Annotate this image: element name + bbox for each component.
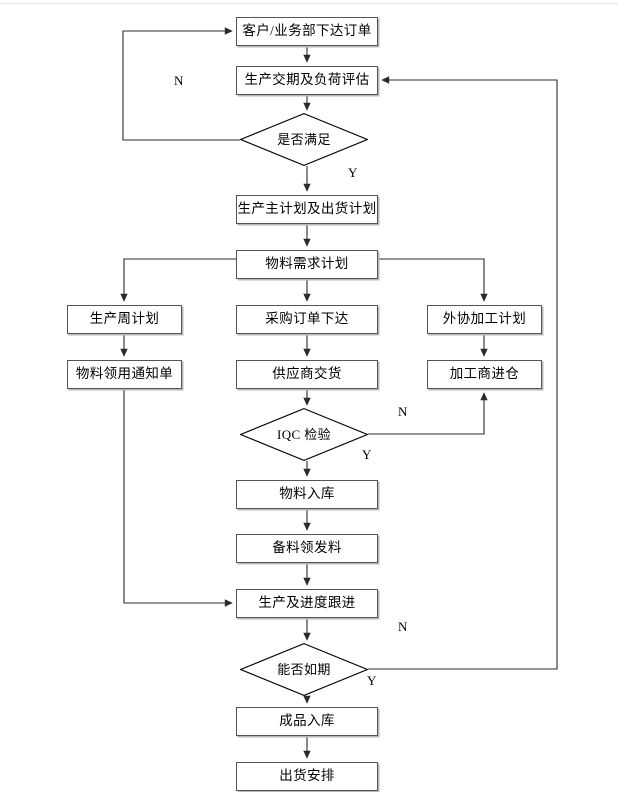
node-label-mrp: 物料需求计划 [265, 256, 349, 272]
node-satisfy[interactable]: 是否满足 [240, 113, 368, 166]
node-vendor_in[interactable]: 加工商进仓 [427, 360, 542, 389]
connector-mrp-to-outsource [378, 258, 488, 302]
node-label-mat_in: 物料入库 [279, 486, 335, 502]
node-mat_in[interactable]: 物料入库 [236, 480, 378, 509]
node-label-outsource: 外协加工计划 [442, 311, 527, 327]
node-label-lead_eval: 生产交期及负荷评估 [244, 72, 370, 88]
node-prod_track[interactable]: 生产及进度跟进 [236, 589, 378, 618]
node-lead_eval[interactable]: 生产交期及负荷评估 [236, 66, 378, 95]
top-divider-rule [0, 3, 618, 4]
connector-iqc-no-to-vendorin [368, 392, 488, 435]
node-label-po_release: 采购订单下达 [265, 311, 349, 327]
node-label-satisfy: 是否满足 [277, 131, 331, 147]
node-master_plan[interactable]: 生产主计划及出货计划 [236, 195, 378, 224]
node-label-issue_mat: 备料领发料 [272, 540, 342, 556]
node-fg_in[interactable]: 成品入库 [236, 707, 378, 736]
edge-label-satisfy-yes: Y [348, 165, 358, 180]
node-label-fg_in: 成品入库 [279, 713, 335, 729]
node-label-on_time: 能否如期 [277, 661, 331, 677]
connector-mrp-to-weekplan [120, 258, 236, 302]
node-label-prod_track: 生产及进度跟进 [258, 595, 356, 611]
diamond-shape-iqc [240, 408, 368, 461]
node-label-order: 客户/业务部下达订单 [242, 23, 372, 39]
diamond-shape-satisfy [240, 113, 368, 166]
edge-label-ontime-no: N [398, 619, 408, 634]
node-label-shipping: 出货安排 [279, 768, 335, 784]
node-pick_notice[interactable]: 物料领用通知单 [67, 360, 182, 389]
node-iqc[interactable]: IQC 检验 [240, 408, 368, 461]
node-week_plan[interactable]: 生产周计划 [67, 305, 182, 334]
node-on_time[interactable]: 能否如期 [240, 643, 368, 696]
node-supplier[interactable]: 供应商交货 [236, 360, 378, 389]
node-order[interactable]: 客户/业务部下达订单 [236, 17, 378, 46]
edge-label-iqc-yes: Y [362, 447, 372, 462]
node-label-supplier: 供应商交货 [272, 366, 342, 382]
edge-label-satisfy-no: N [174, 73, 184, 88]
node-mrp[interactable]: 物料需求计划 [236, 250, 378, 279]
node-outsource[interactable]: 外协加工计划 [427, 305, 542, 334]
node-label-vendor_in: 加工商进仓 [449, 366, 520, 382]
node-issue_mat[interactable]: 备料领发料 [236, 534, 378, 563]
edge-label-ontime-yes: Y [367, 673, 377, 688]
node-label-week_plan: 生产周计划 [89, 311, 160, 327]
edge-label-iqc-no: N [398, 404, 408, 419]
connector-picknotice-to-track [123, 389, 233, 607]
node-shipping[interactable]: 出货安排 [236, 762, 378, 791]
diamond-shape-on_time [240, 643, 368, 696]
node-label-iqc: IQC 检验 [276, 426, 332, 442]
node-label-pick_notice: 物料领用通知单 [75, 366, 174, 382]
node-label-master_plan: 生产主计划及出货计划 [237, 201, 377, 217]
node-po_release[interactable]: 采购订单下达 [236, 305, 378, 334]
